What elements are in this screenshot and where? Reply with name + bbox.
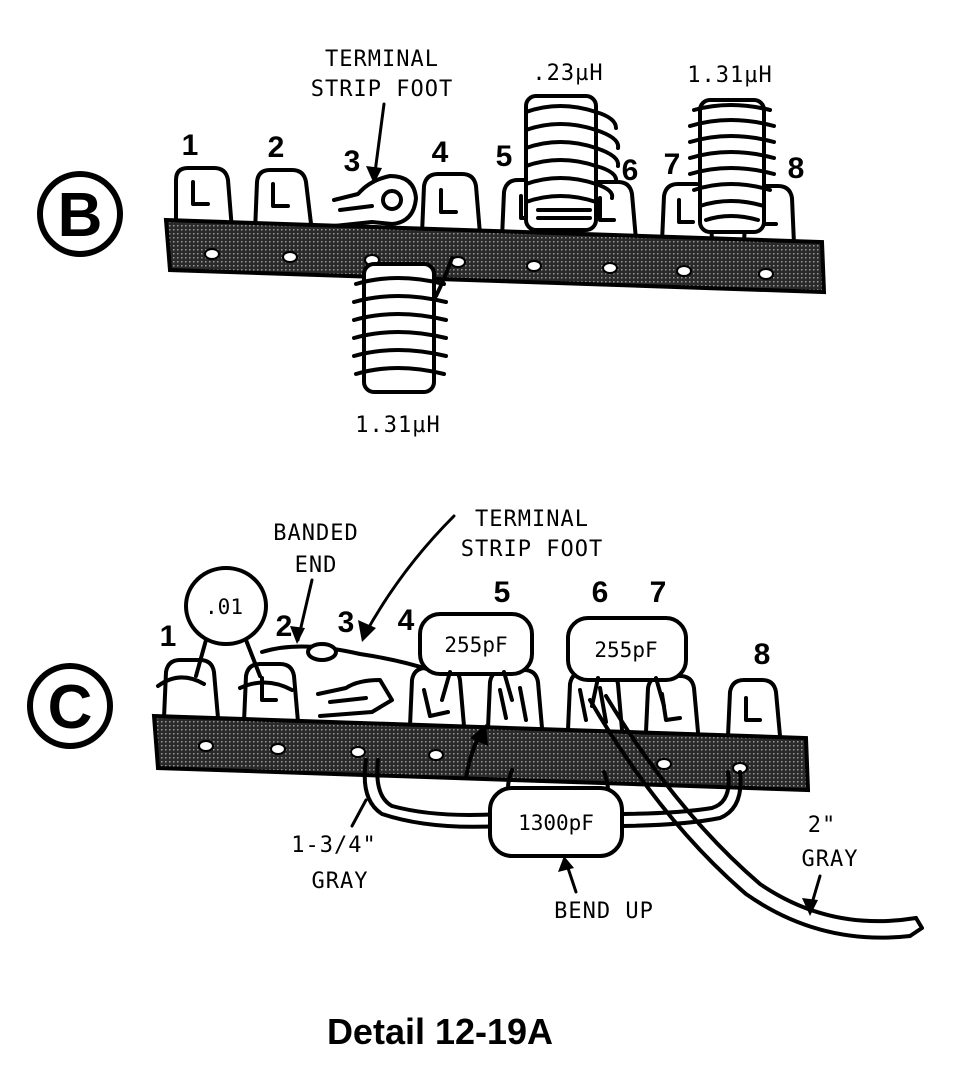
terminal-lug	[174, 166, 234, 232]
terminal-number: 6	[592, 576, 609, 609]
terminal-lug	[242, 662, 300, 724]
terminal-number: 6	[622, 154, 639, 187]
disc-capacitor-value: .01	[205, 595, 243, 619]
banded-end-arrowhead	[290, 626, 305, 644]
panel-c: C .01	[27, 507, 924, 940]
bend-up-pointer-head	[558, 856, 574, 872]
panel-b-badge: B	[37, 171, 123, 257]
panel-c-terminal-strip	[151, 713, 811, 793]
terminal-number: 8	[754, 638, 771, 671]
terminal-number: 7	[650, 576, 667, 609]
coil-small-value: .23µH	[532, 61, 603, 86]
wire-short-arrow	[350, 798, 368, 828]
terminal-number: 3	[344, 145, 361, 178]
wire-short-gray	[362, 758, 743, 829]
capacitor-1300: 1300pF	[488, 768, 624, 858]
foot-label-line2: STRIP FOOT	[461, 537, 603, 562]
capacitor-255-left: 255pF	[418, 612, 534, 702]
terminal-lug	[486, 668, 544, 730]
capacitor-value: 255pF	[594, 638, 657, 662]
foot-label-line1: TERMINAL	[325, 47, 439, 72]
wire-long-length: 2"	[808, 813, 837, 838]
foot-arrow	[362, 514, 456, 638]
wire-long-arrowhead	[802, 898, 818, 916]
bend-up-label: BEND UP	[554, 899, 654, 924]
terminal-number: 8	[788, 152, 805, 185]
banded-end-line2: END	[295, 553, 338, 578]
panel-b: B	[37, 47, 827, 438]
terminal-lug	[644, 674, 700, 734]
panel-b-letter: B	[58, 181, 103, 250]
terminal-lug	[726, 678, 782, 738]
terminal-number: 7	[664, 148, 681, 181]
capacitor-value: 1300pF	[518, 811, 594, 835]
terminal-number: 3	[338, 606, 355, 639]
coil-right-value: 1.31µH	[687, 63, 772, 88]
terminal-number: 1	[182, 129, 199, 162]
terminal-lug	[253, 168, 314, 234]
terminal-strip-foot	[316, 678, 394, 718]
detail-caption: Detail 12-19A	[327, 1011, 553, 1052]
terminal-number: 4	[432, 136, 449, 169]
terminal-number: 4	[398, 604, 415, 637]
terminal-number: 1	[160, 620, 177, 653]
terminal-lug	[408, 666, 466, 728]
panel-c-letter: C	[48, 673, 93, 742]
foot-arrowhead	[366, 166, 382, 184]
terminal-number: 2	[276, 610, 293, 643]
capacitor-value: 255pF	[444, 633, 507, 657]
terminal-strip-foot	[332, 174, 418, 228]
wire-long-color: GRAY	[802, 847, 859, 872]
panel-c-badge: C	[27, 663, 113, 749]
coil-bottom	[352, 256, 454, 394]
bend-up-arrowhead	[470, 724, 488, 746]
foot-label-line1: TERMINAL	[475, 507, 589, 532]
terminal-lug	[162, 658, 220, 720]
coil-small	[524, 94, 621, 232]
foot-arrowhead	[358, 620, 376, 642]
terminal-number: 5	[494, 576, 511, 609]
terminal-lug	[420, 172, 482, 236]
wire-short-color: GRAY	[312, 869, 369, 894]
terminal-number: 5	[496, 140, 513, 173]
terminal-number: 2	[268, 131, 285, 164]
banded-component	[260, 642, 432, 672]
capacitor-255-right: 255pF	[566, 616, 688, 708]
disc-capacitor: .01	[184, 566, 268, 678]
coil-right	[688, 98, 776, 234]
banded-end-line1: BANDED	[273, 521, 358, 546]
coil-bottom-value: 1.31µH	[355, 413, 440, 438]
wire-short-length: 1-3/4"	[291, 833, 376, 858]
foot-label-line2: STRIP FOOT	[311, 77, 453, 102]
wire-long-gray	[588, 694, 924, 940]
panel-b-terminal-strip	[163, 217, 827, 295]
